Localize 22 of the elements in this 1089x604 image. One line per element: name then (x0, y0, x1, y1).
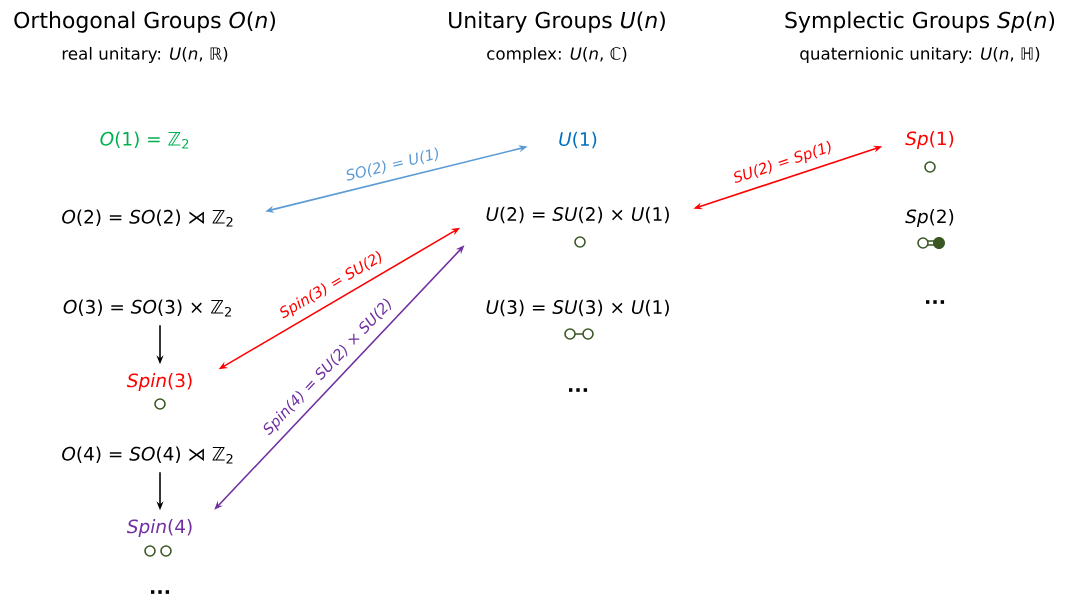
ellipsis: ... (150, 590, 170, 594)
column-subtitle: real unitary: U(n, ℝ) (62, 46, 228, 64)
edge-label: SU(2) = Sp(1) (734, 140, 831, 183)
column-heading: Unitary Groups U(n) (449, 11, 665, 33)
group-formula: Sp(1) (905, 131, 954, 149)
group-formula: U(1) (559, 131, 597, 149)
edge-label: SO(2) = U(1) (346, 147, 439, 181)
column-subtitle: complex: U(n, ℂ) (487, 46, 627, 64)
group-formula: Spin(4) (126, 519, 192, 537)
group-formula: O(1) = ℤ$_{2}$ (100, 131, 189, 149)
ellipsis: ... (568, 388, 588, 392)
group-formula: O(3) = SO(3) × ℤ$_{2}$ (63, 299, 231, 317)
ellipsis: ... (925, 300, 945, 304)
column-heading: Symplectic Groups Sp(n) (785, 11, 1055, 33)
group-formula: O(4) = SO(4) ⋊ ℤ$_{2}$ (62, 446, 233, 464)
group-formula: U(2) = SU(2) × U(1) (486, 206, 669, 224)
column-subtitle: quaternionic unitary: U(n, ℍ) (800, 46, 1040, 64)
group-formula: U(3) = SU(3) × U(1) (486, 299, 669, 317)
group-formula: O(2) = SO(2) ⋊ ℤ$_{2}$ (62, 209, 233, 227)
column-heading: Orthogonal Groups O(n) (14, 11, 275, 33)
group-formula: Spin(3) (126, 373, 192, 391)
group-formula: Sp(2) (905, 209, 954, 227)
